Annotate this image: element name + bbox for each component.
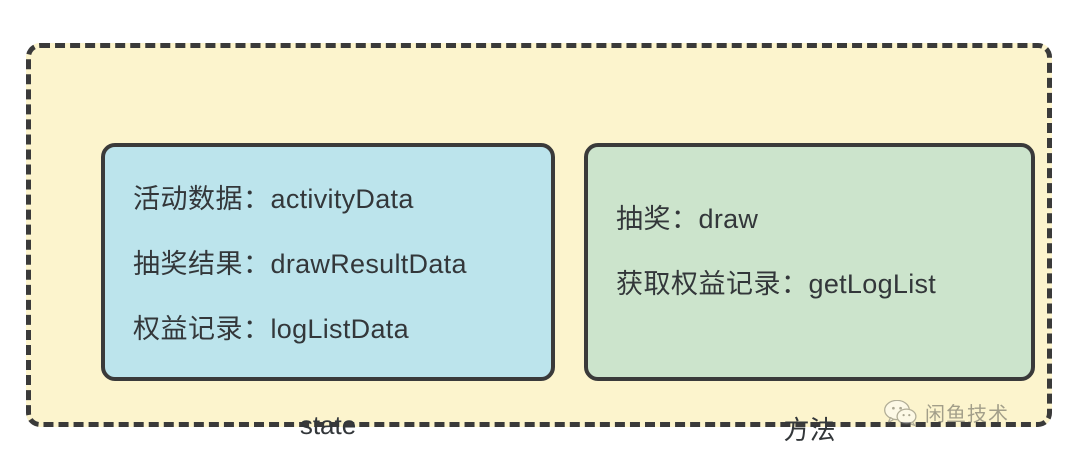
watermark-label: 闲鱼技术 xyxy=(925,404,1009,426)
component-boundary-frame: 活动数据： activityData 抽奖结果： drawResultData … xyxy=(26,43,1052,445)
state-entry-label: 抽奖结果： xyxy=(133,249,271,279)
watermark: 闲鱼技术 xyxy=(884,398,1009,427)
state-entry-label: 权益记录： xyxy=(133,314,271,344)
state-entry-value: activityData xyxy=(270,184,414,214)
method-entry-draw: 抽奖： draw xyxy=(588,197,1031,262)
state-entry-activity-data: 活动数据： activityData xyxy=(105,177,551,242)
state-entry-value: logListData xyxy=(270,314,409,344)
method-entry-label: 获取权益记录： xyxy=(616,269,809,299)
methods-panel: 抽奖： draw 获取权益记录： getLogList xyxy=(584,143,1035,381)
method-entry-value: getLogList xyxy=(808,269,937,299)
state-entry-value: drawResultData xyxy=(270,249,467,279)
methods-panel-caption: 方法 xyxy=(783,415,836,445)
method-entry-value: draw xyxy=(698,204,759,234)
state-entry-log-list-data: 权益记录： logListData xyxy=(105,307,551,372)
state-entry-draw-result-data: 抽奖结果： drawResultData xyxy=(105,242,551,307)
state-panel-caption: state xyxy=(299,410,357,440)
state-entry-label: 活动数据： xyxy=(133,184,271,214)
method-entry-get-log-list: 获取权益记录： getLogList xyxy=(588,262,1031,327)
state-panel: 活动数据： activityData 抽奖结果： drawResultData … xyxy=(101,143,555,381)
method-entry-label: 抽奖： xyxy=(616,204,699,234)
wechat-bubbles-icon xyxy=(884,399,918,426)
